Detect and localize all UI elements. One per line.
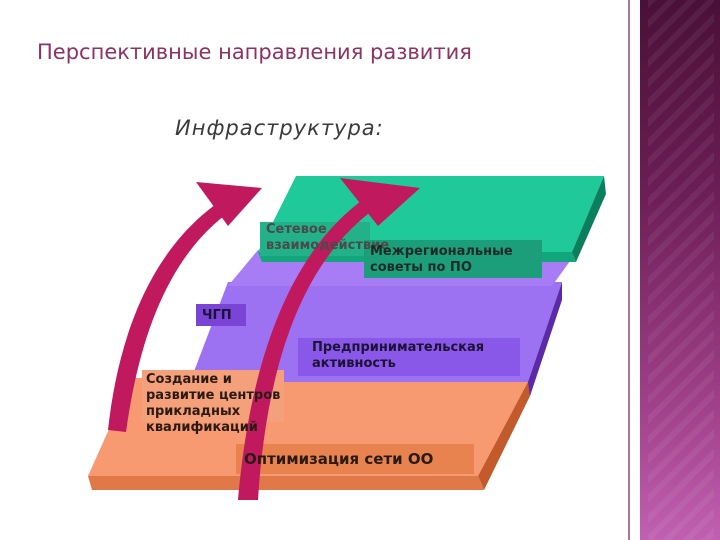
label-enterprise: Предпринимательская активность <box>312 340 485 371</box>
label-optimization: Оптимизация сети ОО <box>244 450 434 468</box>
upward-arrow-right-head-icon <box>340 178 420 226</box>
side-divider-line <box>628 0 630 540</box>
side-decor-band <box>640 0 720 540</box>
label-centers: Создание и развитие центров прикладных к… <box>146 372 281 435</box>
upward-arrow-left-head-icon <box>196 182 262 226</box>
label-network: Сетевое взаимодействие <box>266 222 390 253</box>
orange-layer-front <box>88 476 484 490</box>
violet-layer-side <box>528 282 562 396</box>
label-box-councils <box>364 240 542 278</box>
side-decor-pattern <box>648 0 714 540</box>
label-box-optimization <box>236 444 474 474</box>
label-councils: Межрегиональные советы по ПО <box>370 244 513 275</box>
green-layer-side <box>572 176 606 262</box>
upward-arrow-right-icon <box>238 196 376 500</box>
page-title: Перспективные направления развития <box>37 40 472 64</box>
upward-arrow-left-icon <box>108 198 232 432</box>
label-chgp: ЧГП <box>202 308 232 323</box>
label-box-chgp <box>196 304 246 326</box>
page-subtitle: Инфраструктура: <box>175 116 384 140</box>
orange-layer-side <box>478 378 530 490</box>
label-box-enterprise <box>298 338 520 376</box>
